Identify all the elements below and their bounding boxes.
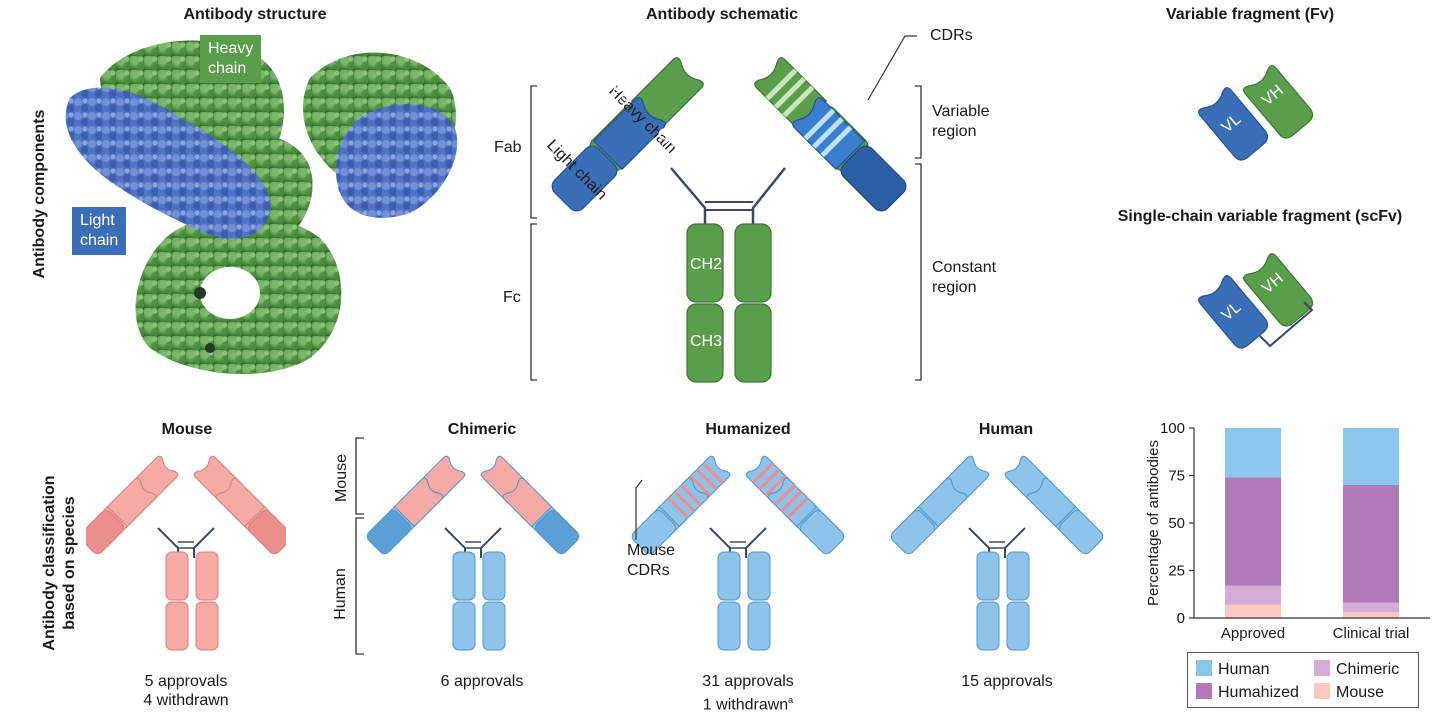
- ch2-right: [734, 223, 772, 303]
- light-chain-left: [65, 87, 271, 239]
- side-label-components: Antibody components: [31, 109, 48, 279]
- legend-swatch-humanized: [1196, 683, 1212, 699]
- scfv-linker: [1259, 301, 1314, 348]
- chart-y-axis-label: Percentage of antibodies: [1145, 440, 1162, 606]
- fab-bracket: [530, 85, 537, 219]
- light-chain-right: [336, 104, 458, 218]
- legend-item-humanized: Humahized: [1196, 683, 1299, 702]
- chart-bar-human-clinical-trial: [1343, 428, 1399, 485]
- ch2-left: [686, 223, 724, 303]
- schematic-variable-region-label: Variable region: [932, 103, 990, 140]
- antibody-structure-model: [65, 40, 458, 375]
- title-chimeric: Chimeric: [447, 421, 517, 438]
- antibody-mouse: [86, 455, 286, 651]
- chart-y-tick-label: 75: [1168, 468, 1185, 485]
- fv-diagram: [1198, 65, 1314, 161]
- structure-heavy-chain-label: Heavy chain: [200, 35, 262, 83]
- legend-swatch-human: [1196, 660, 1212, 676]
- title-scfv: Single-chain variable fragment (scFv): [1117, 208, 1403, 225]
- title-schematic: Antibody schematic: [645, 6, 799, 23]
- count-mouse: 5 approvals 4 withdrawn: [143, 673, 229, 709]
- vl-left: [592, 97, 666, 171]
- cl-left: [551, 145, 618, 212]
- count-human: 15 approvals: [961, 673, 1053, 690]
- chart-y-tick-label: 100: [1160, 420, 1185, 437]
- title-fv: Variable fragment (Fv): [1165, 6, 1335, 23]
- chart-y-tick-label: 0: [1177, 610, 1185, 627]
- legend-swatch-mouse: [1314, 683, 1330, 699]
- antibody-humanized: [631, 455, 845, 651]
- variable-bracket: [915, 85, 922, 159]
- title-human: Human: [978, 421, 1034, 438]
- chart-x-tick-label: Approved: [1221, 625, 1285, 642]
- ch3-right: [734, 303, 772, 383]
- schematic-ch3-label: CH3: [690, 333, 723, 350]
- schematic-cdrs-label: CDRs: [930, 27, 973, 44]
- scfv-diagram: [1198, 253, 1314, 349]
- chart-bar-humahized-approved: [1225, 477, 1281, 586]
- chart-bar-chimeric-approved: [1225, 585, 1281, 605]
- vh-left: [630, 57, 704, 131]
- legend-item-mouse: Mouse: [1314, 683, 1384, 702]
- ch3-left: [686, 303, 724, 383]
- humanized-mouse-cdrs-label: Mouse CDRs: [627, 542, 676, 579]
- side-label-classification: Antibody classification based on species: [41, 475, 78, 651]
- schematic-constant-region-label: Constant region: [932, 259, 997, 296]
- chart-legend: Human Chimeric Humahized Mouse: [1187, 652, 1419, 708]
- title-structure: Antibody structure: [183, 6, 327, 23]
- legend-swatch-chimeric: [1314, 660, 1330, 676]
- chimeric-brackets: [355, 437, 364, 655]
- antibody-schematic: [530, 35, 922, 383]
- title-mouse: Mouse: [161, 421, 213, 438]
- chart-bar-mouse-approved: [1225, 604, 1281, 618]
- antibody-human: [890, 455, 1104, 651]
- schematic-ch2-label: CH2: [690, 256, 723, 273]
- chart-bar-chimeric-clinical-trial: [1343, 602, 1399, 613]
- legend-item-human: Human: [1196, 660, 1270, 679]
- constant-bracket: [915, 163, 922, 381]
- fc-bracket: [530, 223, 537, 381]
- chart-y-tick-label: 50: [1168, 515, 1185, 532]
- chart-bar-human-approved: [1225, 428, 1281, 478]
- title-humanized: Humanized: [705, 421, 791, 438]
- chimeric-human-label: Human: [331, 568, 349, 620]
- stacked-bar-chart: 0 25 50 75 100 Approved Clinical trial Percen…: [1145, 420, 1430, 642]
- chart-bar-humahized-clinical-trial: [1343, 485, 1399, 603]
- chimeric-mouse-label: Mouse: [333, 453, 351, 503]
- schematic-fc-label: Fc: [503, 289, 521, 306]
- count-humanized: 31 approvals 1 withdrawna: [702, 673, 794, 714]
- humanized-cdr-leader: [635, 479, 643, 540]
- structure-light-chain-label: Light chain: [72, 207, 127, 255]
- count-chimeric: 6 approvals: [440, 673, 524, 690]
- chart-bar-mouse-clinical-trial: [1343, 612, 1399, 618]
- chart-x-tick-label: Clinical trial: [1333, 625, 1410, 642]
- schematic-fab-label: Fab: [494, 139, 522, 156]
- legend-item-chimeric: Chimeric: [1314, 660, 1399, 679]
- chart-y-tick-label: 25: [1168, 563, 1185, 580]
- antibody-chimeric: [366, 455, 580, 651]
